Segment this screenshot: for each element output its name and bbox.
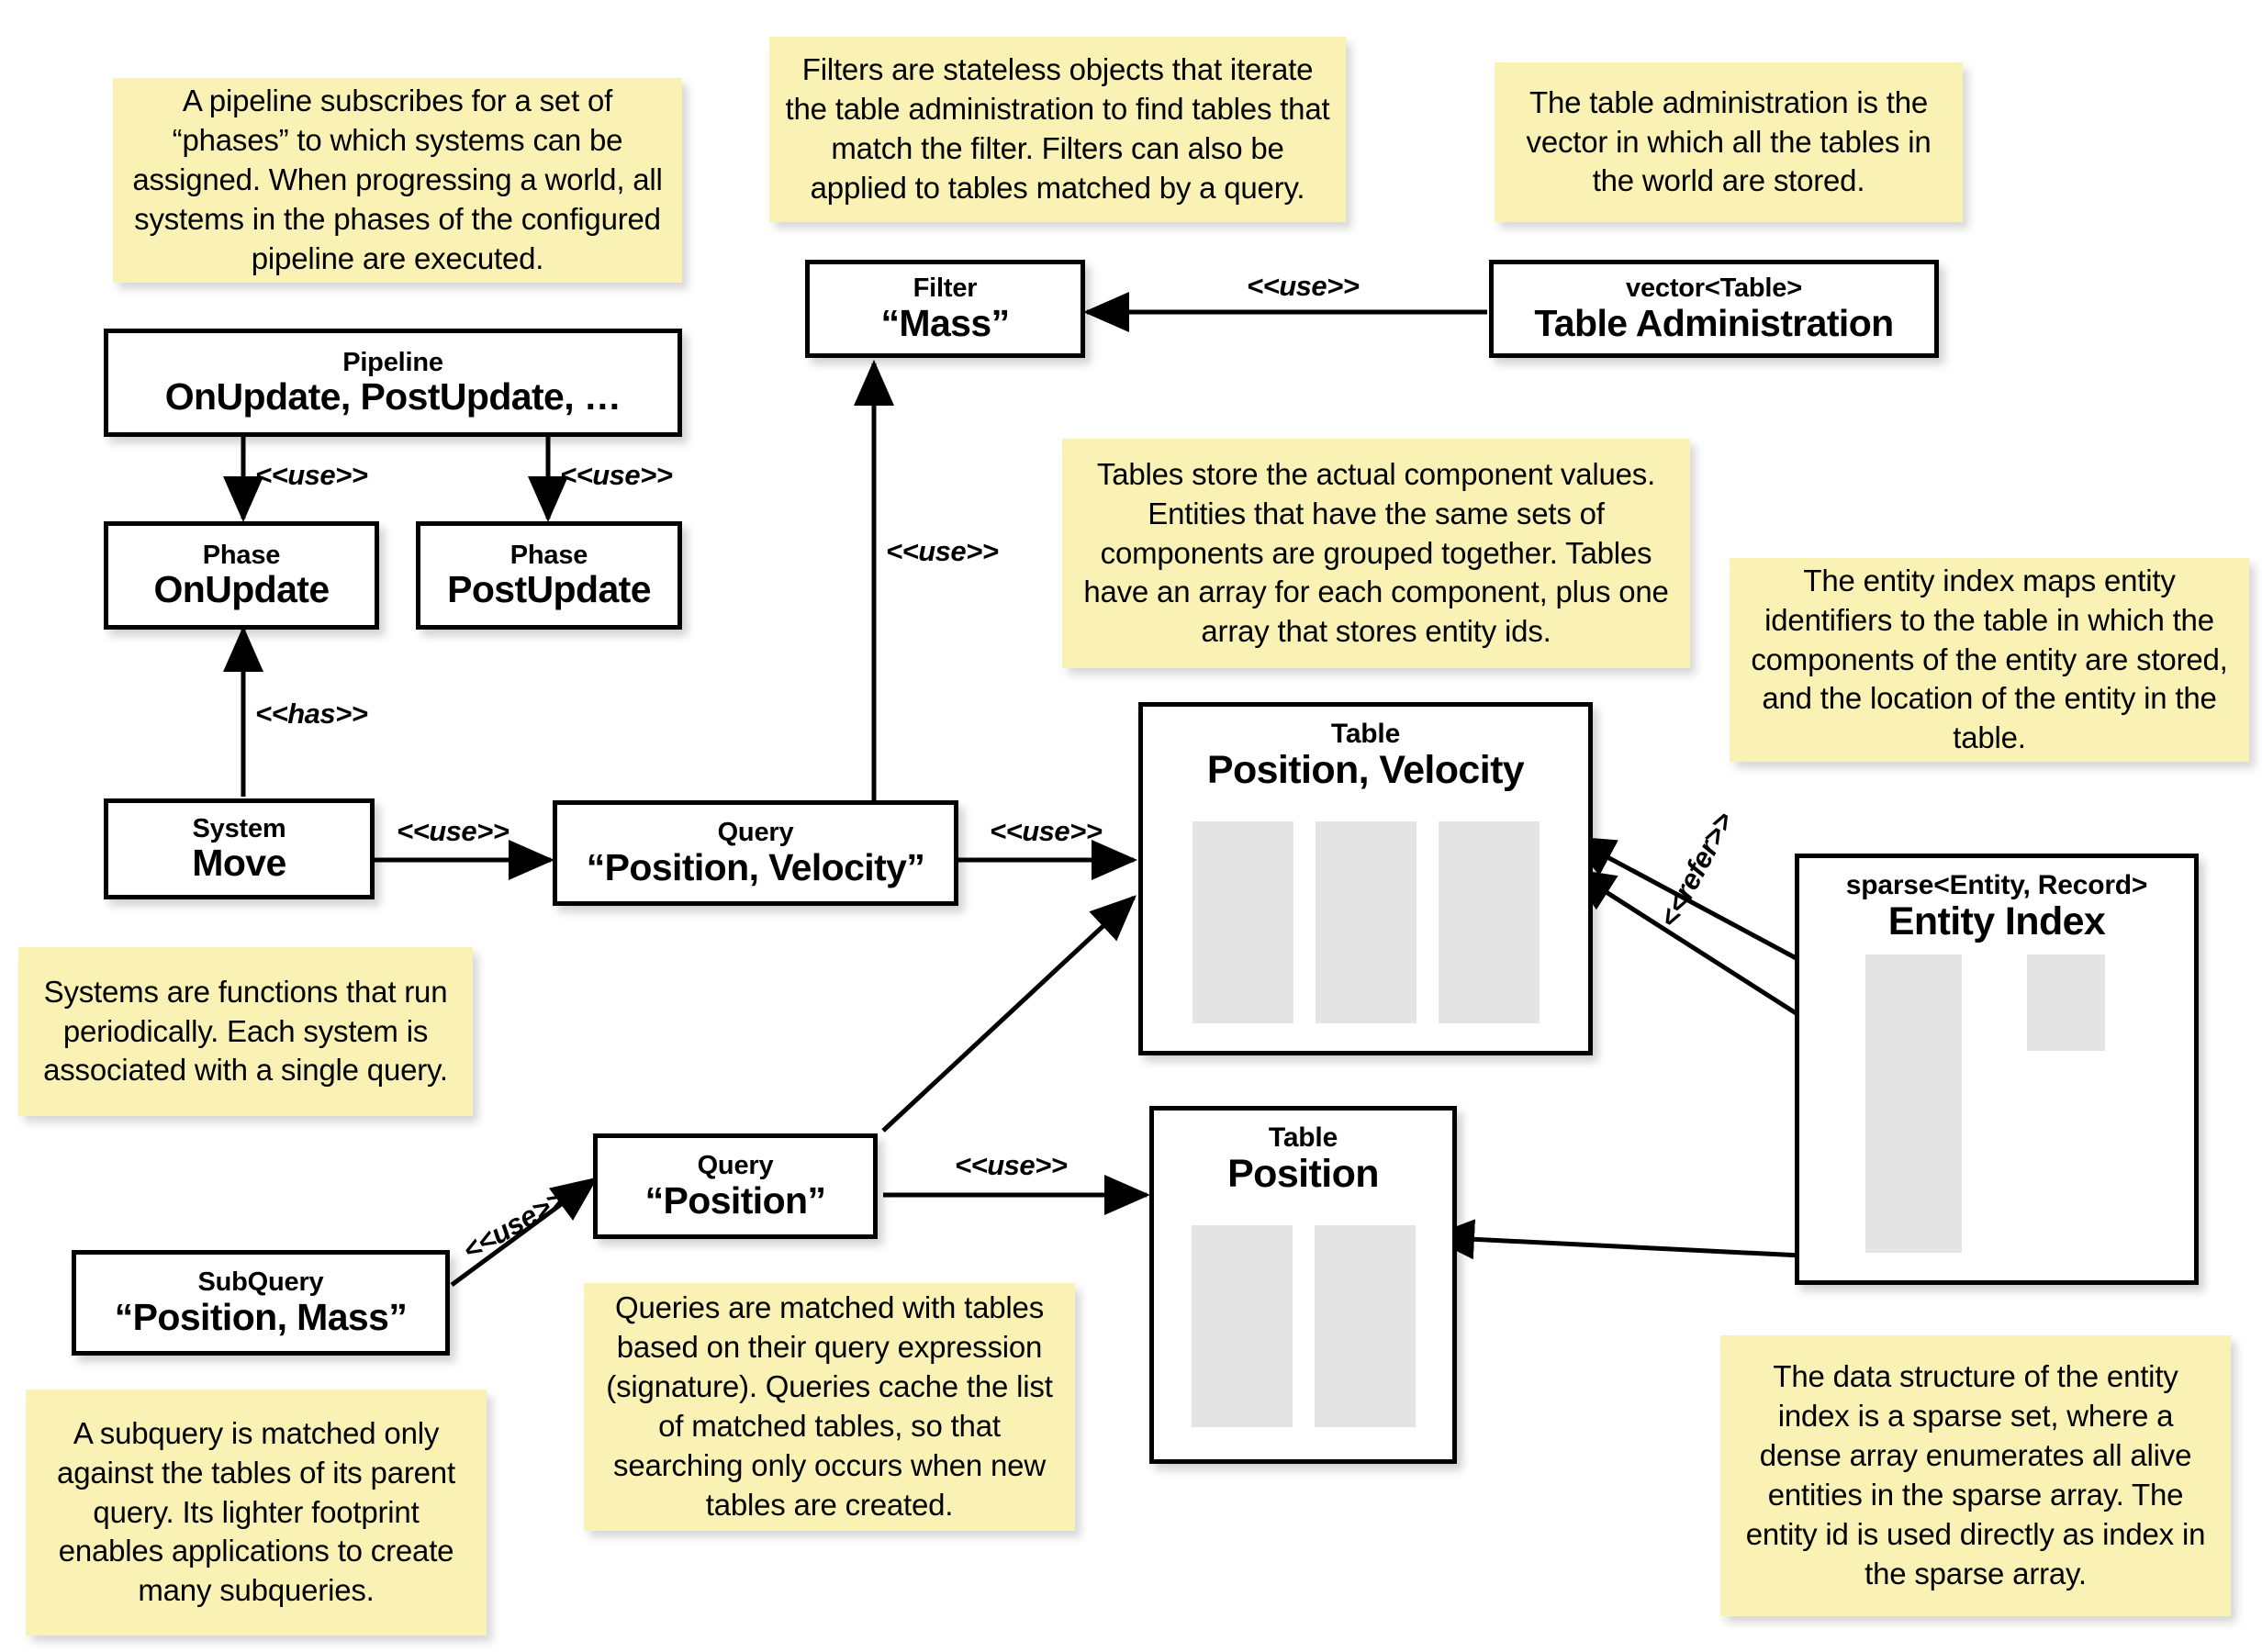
box-system-move-name: Move — [192, 842, 286, 885]
note-sparse-set: The data structure of the entity index i… — [1720, 1335, 2231, 1616]
box-query-position-name: “Position” — [644, 1178, 826, 1222]
label-use-pipeline-postupdate: <<use>> — [560, 459, 673, 491]
table-column — [1314, 1225, 1416, 1427]
note-entity-index-text: The entity index maps entity identifiers… — [1751, 563, 2228, 755]
box-phase-postupdate-stereotype: Phase — [510, 540, 588, 570]
note-table-admin: The table administration is the vector i… — [1495, 62, 1963, 222]
note-systems-text: Systems are functions that run periodica… — [43, 974, 448, 1088]
box-filter-mass-stereotype: Filter — [913, 273, 978, 304]
box-pipeline[interactable]: Pipeline OnUpdate, PostUpdate, … — [104, 329, 682, 437]
sparse-array-block — [1865, 954, 1962, 1253]
box-phase-postupdate-name: PostUpdate — [447, 568, 651, 611]
box-filter-mass[interactable]: Filter “Mass” — [805, 260, 1085, 358]
box-query-pv-stereotype: Query — [717, 818, 794, 848]
note-filter-text: Filters are stateless objects that itera… — [785, 52, 1330, 205]
box-subquery-stereotype: SubQuery — [197, 1267, 324, 1298]
label-use-query-table: <<use>> — [990, 815, 1103, 847]
table-column — [1192, 821, 1293, 1023]
box-entity-index-stereotype: sparse<Entity, Record> — [1845, 870, 2148, 900]
label-use-system-query: <<use>> — [397, 815, 510, 847]
label-use-queryposition-table: <<use>> — [955, 1149, 1068, 1181]
table-column — [1438, 821, 1540, 1023]
box-phase-onupdate[interactable]: Phase OnUpdate — [104, 521, 379, 630]
box-pipeline-stereotype: Pipeline — [342, 347, 443, 377]
box-table-position-stereotype: Table — [1268, 1122, 1338, 1153]
box-table-position-columns — [1154, 1225, 1452, 1427]
note-filter: Filters are stateless objects that itera… — [769, 37, 1346, 222]
note-table-admin-text: The table administration is the vector i… — [1526, 84, 1932, 198]
box-entity-index[interactable]: sparse<Entity, Record> Entity Index — [1795, 854, 2199, 1285]
label-use-pipeline-onupdate: <<use>> — [255, 459, 368, 491]
note-tables-text: Tables store the actual component values… — [1083, 456, 1669, 649]
label-use-subquery-query: <<use>> — [457, 1182, 571, 1267]
box-table-pv-columns — [1143, 821, 1588, 1023]
note-tables: Tables store the actual component values… — [1062, 439, 1690, 668]
label-use-tableadmin-filter: <<use>> — [1247, 270, 1360, 302]
box-system-move[interactable]: System Move — [104, 798, 375, 899]
note-subquery-text: A subquery is matched only against the t… — [57, 1415, 455, 1608]
label-refer-entityindex-table: <<refer>> — [1652, 807, 1741, 933]
table-column — [1191, 1225, 1293, 1427]
note-entity-index: The entity index maps entity identifiers… — [1730, 558, 2249, 762]
box-table-admin-name: Table Administration — [1534, 301, 1894, 344]
box-table-position[interactable]: Table Position — [1149, 1106, 1457, 1464]
box-table-pv-stereotype: Table — [1330, 719, 1401, 749]
edge-queryposition-to-table-pv — [881, 895, 1137, 1133]
dense-array-block — [2027, 954, 2105, 1051]
box-table-admin-stereotype: vector<Table> — [1626, 273, 1802, 304]
box-query-position-stereotype: Query — [697, 1151, 774, 1181]
label-has-system-phase: <<has>> — [255, 698, 368, 730]
box-entity-index-name: Entity Index — [1887, 899, 2106, 943]
note-queries-text: Queries are matched with tables based on… — [606, 1290, 1053, 1522]
box-table-pv-name: Position, Velocity — [1206, 747, 1525, 792]
note-pipeline: A pipeline subscribes for a set of “phas… — [113, 78, 682, 283]
box-phase-postupdate[interactable]: Phase PostUpdate — [416, 521, 682, 630]
box-phase-onupdate-stereotype: Phase — [202, 540, 281, 570]
box-pipeline-name: OnUpdate, PostUpdate, … — [164, 375, 621, 419]
table-column — [1315, 821, 1417, 1023]
note-sparse-set-text: The data structure of the entity index i… — [1745, 1359, 2206, 1591]
note-subquery: A subquery is matched only against the t… — [26, 1390, 487, 1635]
box-system-move-stereotype: System — [192, 813, 286, 843]
box-subquery[interactable]: SubQuery “Position, Mass” — [72, 1250, 450, 1356]
label-use-query-filter: <<use>> — [886, 535, 999, 567]
note-systems: Systems are functions that run periodica… — [18, 947, 473, 1116]
box-phase-onupdate-name: OnUpdate — [153, 568, 330, 611]
box-table-admin[interactable]: vector<Table> Table Administration — [1489, 260, 1939, 358]
box-table-position-velocity[interactable]: Table Position, Velocity — [1138, 702, 1593, 1055]
box-query-position[interactable]: Query “Position” — [593, 1133, 878, 1239]
box-subquery-name: “Position, Mass” — [114, 1295, 408, 1338]
box-table-position-name: Position — [1227, 1151, 1379, 1196]
note-pipeline-text: A pipeline subscribes for a set of “phas… — [132, 84, 663, 275]
box-query-position-velocity[interactable]: Query “Position, Velocity” — [553, 800, 958, 906]
note-queries: Queries are matched with tables based on… — [584, 1283, 1075, 1531]
box-filter-mass-name: “Mass” — [880, 301, 1011, 344]
box-query-pv-name: “Position, Velocity” — [586, 845, 925, 888]
